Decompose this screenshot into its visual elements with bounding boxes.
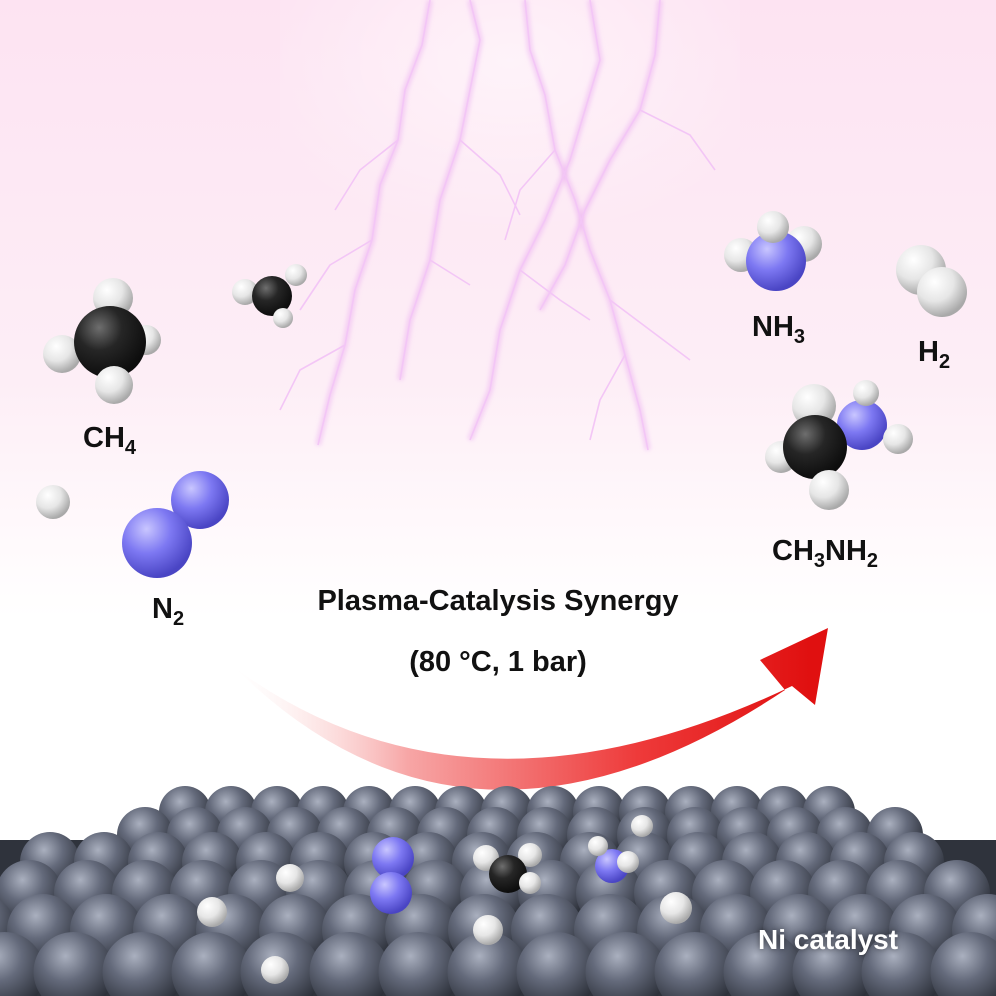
n2-label: N2 <box>152 593 185 630</box>
hydrogen-atom <box>617 851 639 873</box>
process-title: Plasma-Catalysis Synergy <box>317 585 679 617</box>
hydrogen-atom <box>232 279 258 305</box>
h2-label: H2 <box>918 336 951 373</box>
n2-molecule <box>122 471 229 578</box>
hydrogen-atom <box>883 424 913 454</box>
free-hydrogen-atom <box>36 485 70 519</box>
adsorbed-hydrogen-atom <box>261 956 289 984</box>
ni-atom <box>861 932 942 996</box>
adsorbed-hydrogen-atom <box>660 892 692 924</box>
adsorbed-hydrogen-atom <box>588 836 608 856</box>
hydrogen-atom <box>273 308 293 328</box>
carbon-atom <box>489 855 527 893</box>
ch3nh2-molecule <box>765 380 913 510</box>
plasma-glow <box>280 0 740 300</box>
ni-atom-lattice <box>0 786 996 996</box>
hydrogen-atom <box>809 470 849 510</box>
ni-catalyst-label: Ni catalyst <box>758 924 899 955</box>
ni-catalyst-surface <box>0 786 996 996</box>
ni-atom <box>585 932 666 996</box>
carbon-atom <box>74 306 146 378</box>
ch3nh2-label: CH3NH2 <box>772 535 879 572</box>
ni-atom <box>447 932 528 996</box>
ni-atom <box>0 932 45 996</box>
ch3-radical <box>232 264 307 328</box>
ni-atom <box>723 932 804 996</box>
ni-atom <box>930 932 996 996</box>
carbon-atom <box>783 415 847 479</box>
nitrogen-atom <box>171 471 229 529</box>
reaction-arrow <box>235 628 828 790</box>
ch4-molecule <box>43 278 161 404</box>
hydrogen-atom <box>518 843 542 867</box>
nh3-molecule <box>724 211 822 291</box>
nitrogen-atom <box>372 837 414 879</box>
process-conditions: (80 °C, 1 bar) <box>409 646 587 678</box>
ni-atom <box>171 932 252 996</box>
adsorbed-species <box>197 815 692 984</box>
h2-molecule <box>896 245 967 317</box>
nh3-label: NH3 <box>752 311 806 348</box>
hydrogen-atom <box>285 264 307 286</box>
adsorbed-hydrogen-atom <box>473 915 503 945</box>
hydrogen-atom <box>757 211 789 243</box>
hydrogen-atom <box>95 366 133 404</box>
adsorbed-ch3 <box>473 843 542 894</box>
ni-atom <box>378 932 459 996</box>
adsorbed-hydrogen-atom <box>197 897 227 927</box>
nitrogen-atom <box>746 231 806 291</box>
nitrogen-atom <box>837 400 887 450</box>
adsorbed-hydrogen-atom <box>631 815 653 837</box>
plasma-discharge <box>279 0 716 451</box>
hydrogen-atom <box>917 267 967 317</box>
adsorbed-n2 <box>370 837 414 914</box>
gas-molecules <box>36 211 967 578</box>
ni-atom <box>516 932 597 996</box>
ni-atom <box>309 932 390 996</box>
ni-atom <box>792 932 873 996</box>
adsorbed-hydrogen-atom <box>276 864 304 892</box>
hydrogen-atom <box>43 335 81 373</box>
nitrogen-atom <box>370 872 412 914</box>
adsorbed-nh <box>595 849 639 883</box>
ch4-label: CH4 <box>83 422 137 459</box>
ni-atom <box>654 932 735 996</box>
ni-atom <box>102 932 183 996</box>
nitrogen-atom <box>122 508 192 578</box>
hydrogen-atom <box>519 872 541 894</box>
ni-atom <box>33 932 114 996</box>
hydrogen-atom <box>853 380 879 406</box>
carbon-atom <box>252 276 292 316</box>
